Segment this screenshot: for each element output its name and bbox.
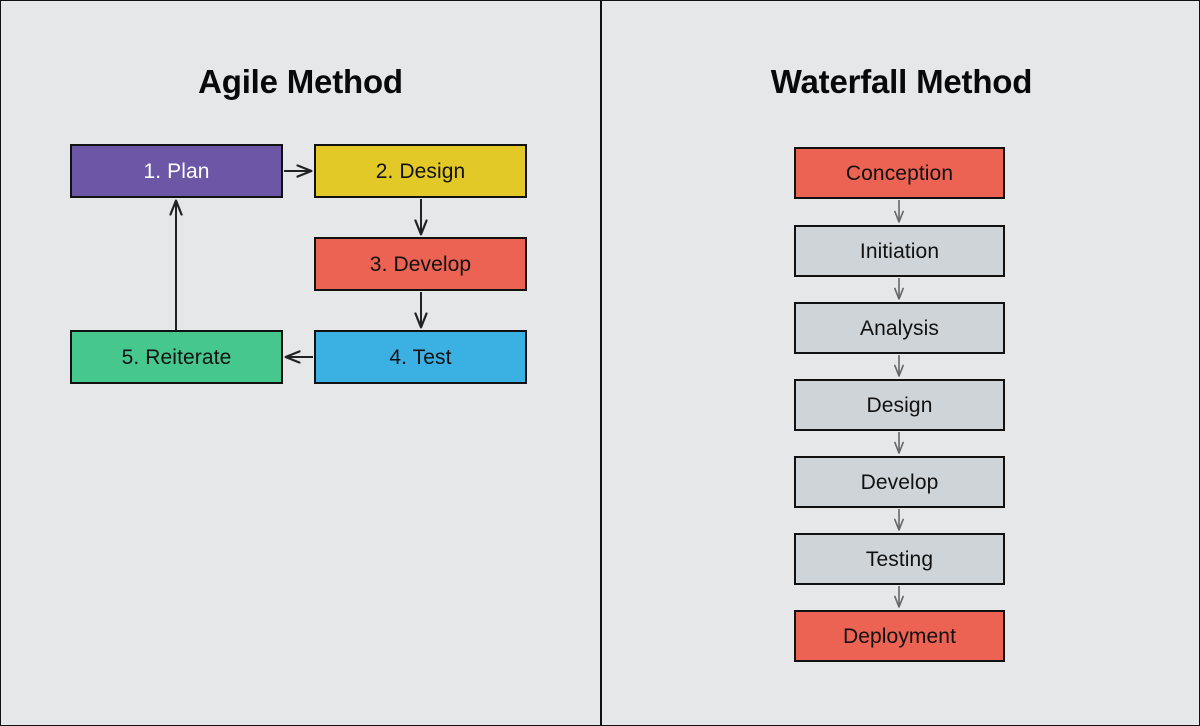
agile-node-plan[interactable]: 1. Plan <box>70 144 283 198</box>
agile-node-plan-label: 1. Plan <box>143 159 210 183</box>
waterfall-panel: Waterfall Method <box>602 1 1199 725</box>
waterfall-node-conception-label: Conception <box>845 161 954 185</box>
waterfall-node-design[interactable]: Design <box>794 379 1005 431</box>
agile-panel-title: Agile Method <box>198 63 403 100</box>
agile-node-test[interactable]: 4. Test <box>314 330 527 384</box>
agile-node-test-label: 4. Test <box>389 345 452 369</box>
waterfall-node-deployment-label: Deployment <box>842 624 957 648</box>
waterfall-node-analysis-label: Analysis <box>860 316 939 340</box>
waterfall-node-initiation-label: Initiation <box>859 239 940 263</box>
agile-node-reiterate-label: 5. Reiterate <box>121 345 232 369</box>
waterfall-node-testing[interactable]: Testing <box>794 533 1005 585</box>
waterfall-node-conception[interactable]: Conception <box>794 147 1005 199</box>
agile-node-develop[interactable]: 3. Develop <box>314 237 527 291</box>
agile-node-reiterate[interactable]: 5. Reiterate <box>70 330 283 384</box>
waterfall-node-deployment[interactable]: Deployment <box>794 610 1005 662</box>
waterfall-node-analysis[interactable]: Analysis <box>794 302 1005 354</box>
waterfall-node-develop-label: Develop <box>860 470 939 494</box>
waterfall-node-develop[interactable]: Develop <box>794 456 1005 508</box>
waterfall-panel-title: Waterfall Method <box>770 63 1033 100</box>
agile-node-develop-label: 3. Develop <box>369 252 472 276</box>
waterfall-node-initiation[interactable]: Initiation <box>794 225 1005 277</box>
panel-divider <box>600 1 602 725</box>
agile-node-design[interactable]: 2. Design <box>314 144 527 198</box>
waterfall-node-testing-label: Testing <box>865 547 934 571</box>
waterfall-node-design-label: Design <box>866 393 933 417</box>
agile-panel: Agile Method <box>1 1 600 725</box>
agile-node-design-label: 2. Design <box>375 159 466 183</box>
